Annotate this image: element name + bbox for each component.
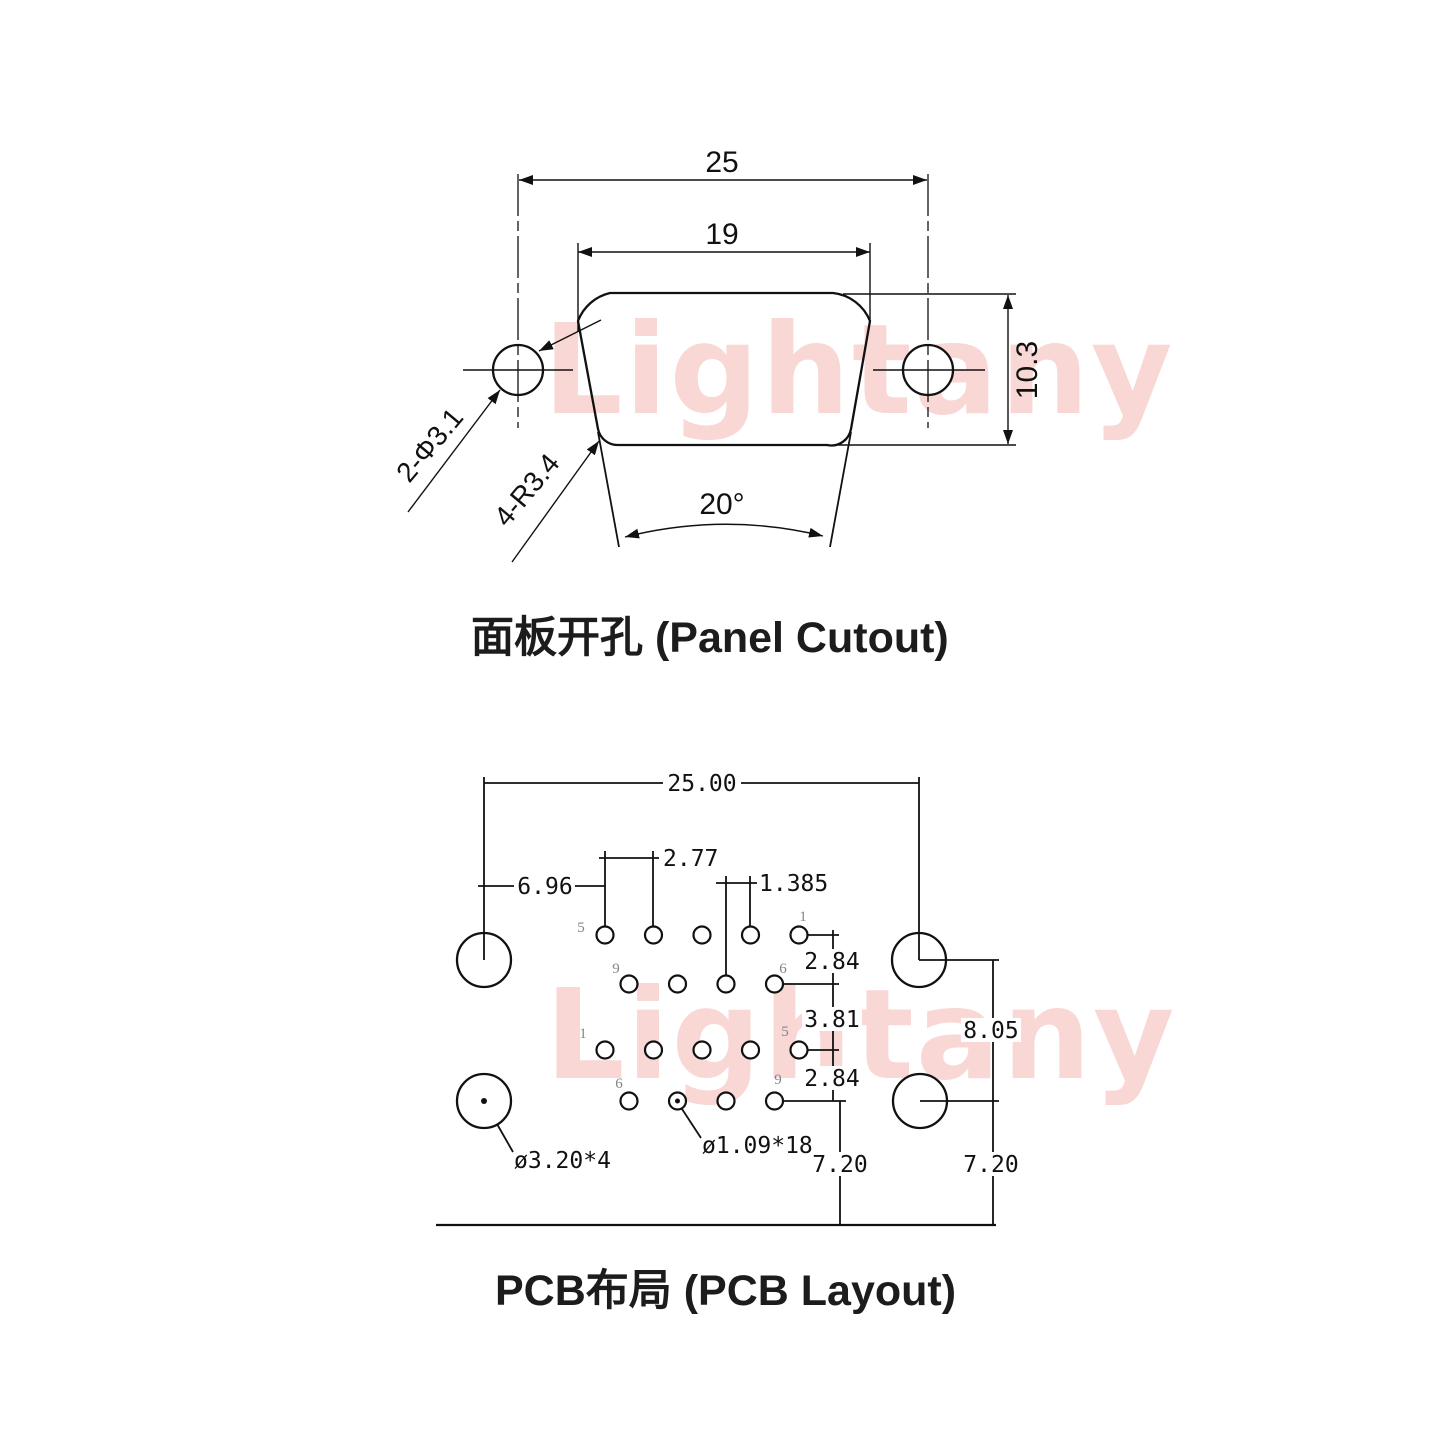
watermark-text-top: Lightany bbox=[543, 298, 1175, 443]
text-mask bbox=[961, 1018, 1021, 1042]
text-mask bbox=[514, 874, 575, 898]
pin-hole bbox=[643, 1040, 664, 1060]
pin-label-r1-right: 1 bbox=[799, 909, 807, 925]
pin-hole bbox=[692, 925, 712, 945]
angle-flank-right bbox=[829, 431, 852, 548]
pin-hole bbox=[740, 1040, 761, 1060]
pin-label-r4-left: 6 bbox=[615, 1076, 623, 1092]
dim-text-1385: 1.385 bbox=[759, 871, 828, 897]
note-text-mount-holes: ø3.20*4 bbox=[514, 1148, 611, 1174]
pin-label-r2-right: 6 bbox=[779, 961, 787, 977]
pcb-layout-title: PCB布局 (PCB Layout) bbox=[495, 1267, 957, 1315]
pin-hole bbox=[643, 925, 664, 945]
leader-hole-spec-far bbox=[538, 319, 602, 352]
dim-text-381: 3.81 bbox=[804, 1007, 859, 1033]
dim-text-2500: 25.00 bbox=[667, 771, 736, 797]
dim-text-277: 2.77 bbox=[663, 846, 718, 872]
pin-hole bbox=[692, 1040, 712, 1060]
dim-text-20deg: 20° bbox=[699, 488, 744, 521]
leader-mount-hole-spec bbox=[496, 1123, 514, 1153]
dim-text-720-right: 7.20 bbox=[963, 1152, 1018, 1178]
panel-trapezoid-cutout bbox=[576, 291, 872, 447]
panel-cutout-title: 面板开孔 (Panel Cutout) bbox=[471, 614, 949, 662]
dim-text-720-left: 7.20 bbox=[812, 1152, 867, 1178]
note-text-pin-holes: ø1.09*18 bbox=[702, 1133, 813, 1159]
text-mask bbox=[800, 1066, 865, 1090]
pin-hole bbox=[789, 925, 809, 945]
leader-corner-radius bbox=[511, 440, 600, 563]
text-mask bbox=[800, 949, 865, 973]
dim-text-25: 25 bbox=[705, 146, 738, 179]
pin-label-r1-left: 5 bbox=[577, 920, 585, 936]
text-mask bbox=[810, 1152, 870, 1176]
dim-text-805: 8.05 bbox=[963, 1018, 1018, 1044]
text-mask bbox=[663, 771, 741, 795]
pin-center-dot bbox=[675, 1098, 680, 1104]
dim-text-284-bottom: 2.84 bbox=[804, 1066, 859, 1092]
pin-hole bbox=[619, 1091, 639, 1111]
panel-cutout-view: 25 19 10.3 20° 2-Φ3.1 4-R3.4 bbox=[390, 146, 1044, 563]
dim-text-696: 6.96 bbox=[517, 874, 572, 900]
note-text-corners: 4-R3.4 bbox=[488, 448, 566, 532]
pin-hole bbox=[789, 1040, 809, 1060]
pin-label-r2-left: 9 bbox=[612, 961, 620, 977]
pin-hole bbox=[667, 974, 688, 994]
pin-label-r3-right: 5 bbox=[781, 1024, 789, 1040]
leader-hole-spec bbox=[407, 389, 501, 513]
dim-text-103: 10.3 bbox=[1011, 341, 1044, 399]
pin-hole bbox=[764, 1091, 785, 1111]
text-mask bbox=[802, 1007, 862, 1031]
pin-hole bbox=[595, 1040, 615, 1060]
pin-hole bbox=[716, 1091, 736, 1111]
pcb-layout-view: 25.00 6.96 2.77 1.385 2.84 3.81 2.84 8.0… bbox=[436, 771, 1021, 1227]
leader-pin-hole-spec bbox=[681, 1108, 702, 1139]
pcb-hole-center-dot bbox=[481, 1098, 487, 1104]
note-text-holes: 2-Φ3.1 bbox=[390, 402, 469, 488]
pin-hole bbox=[740, 925, 761, 945]
angle-arc-20 bbox=[624, 523, 824, 539]
pin-label-r3-left: 1 bbox=[579, 1026, 587, 1042]
pin-hole bbox=[619, 974, 639, 994]
pin-hole bbox=[716, 974, 736, 994]
text-mask bbox=[961, 1152, 1021, 1176]
dim-text-284-top: 2.84 bbox=[804, 949, 859, 975]
pin-label-r4-right: 9 bbox=[774, 1072, 782, 1088]
angle-flank-left bbox=[597, 431, 620, 548]
dim-text-19: 19 bbox=[705, 218, 738, 251]
pin-hole bbox=[595, 925, 615, 945]
pin-hole bbox=[764, 974, 785, 994]
